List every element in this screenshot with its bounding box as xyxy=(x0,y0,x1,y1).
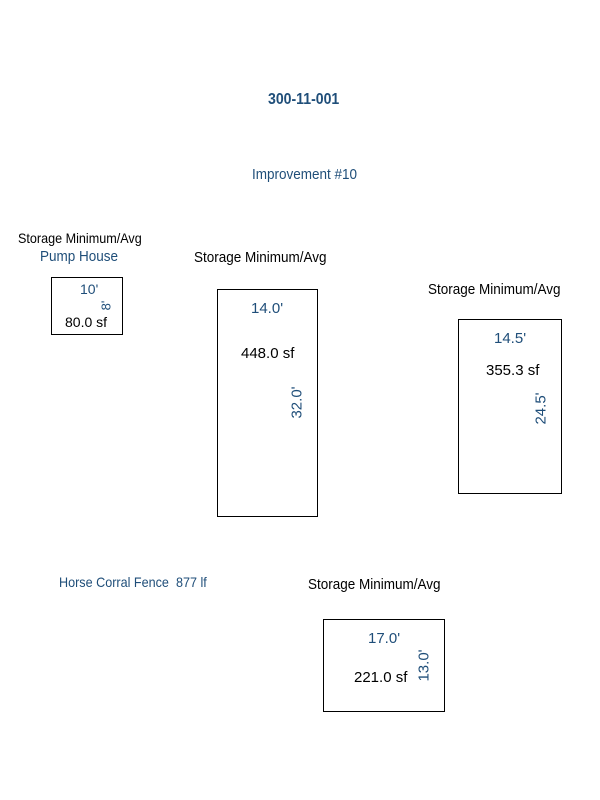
structure-2-label: Storage Minimum/Avg xyxy=(194,249,327,266)
structure-1-depth: 8' xyxy=(98,300,114,311)
structure-4-depth: 13.0' xyxy=(415,649,433,682)
structure-3-width: 14.5' xyxy=(494,330,527,347)
improvement-title: Improvement #10 xyxy=(252,166,358,183)
structure-4-width: 17.0' xyxy=(368,630,401,647)
structure-2-outline xyxy=(217,289,318,517)
fence-label: Horse Corral Fence xyxy=(59,574,169,590)
fence-length: 877 lf xyxy=(175,574,207,590)
structure-1-outline xyxy=(51,277,123,335)
structure-3-label: Storage Minimum/Avg xyxy=(428,281,561,298)
structure-3-depth: 24.5' xyxy=(532,392,550,425)
structure-4-area: 221.0 sf xyxy=(354,669,408,686)
structure-1-width: 10' xyxy=(80,281,99,297)
parcel-id: 300-11-001 xyxy=(268,91,340,108)
structure-1-area: 80.0 sf xyxy=(65,314,108,330)
structure-4-outline xyxy=(323,619,445,712)
structure-3-outline xyxy=(458,319,562,494)
fence-label-group: Horse Corral Fence 877 lf xyxy=(59,574,207,590)
structure-3-area: 355.3 sf xyxy=(486,362,540,379)
structure-1-label: Storage Minimum/Avg xyxy=(18,230,142,246)
structure-2-width: 14.0' xyxy=(251,300,284,317)
structure-4-label: Storage Minimum/Avg xyxy=(308,576,441,593)
structure-2-area: 448.0 sf xyxy=(241,345,295,362)
structure-2-depth: 32.0' xyxy=(288,386,306,419)
structure-1-sublabel: Pump House xyxy=(40,248,119,265)
